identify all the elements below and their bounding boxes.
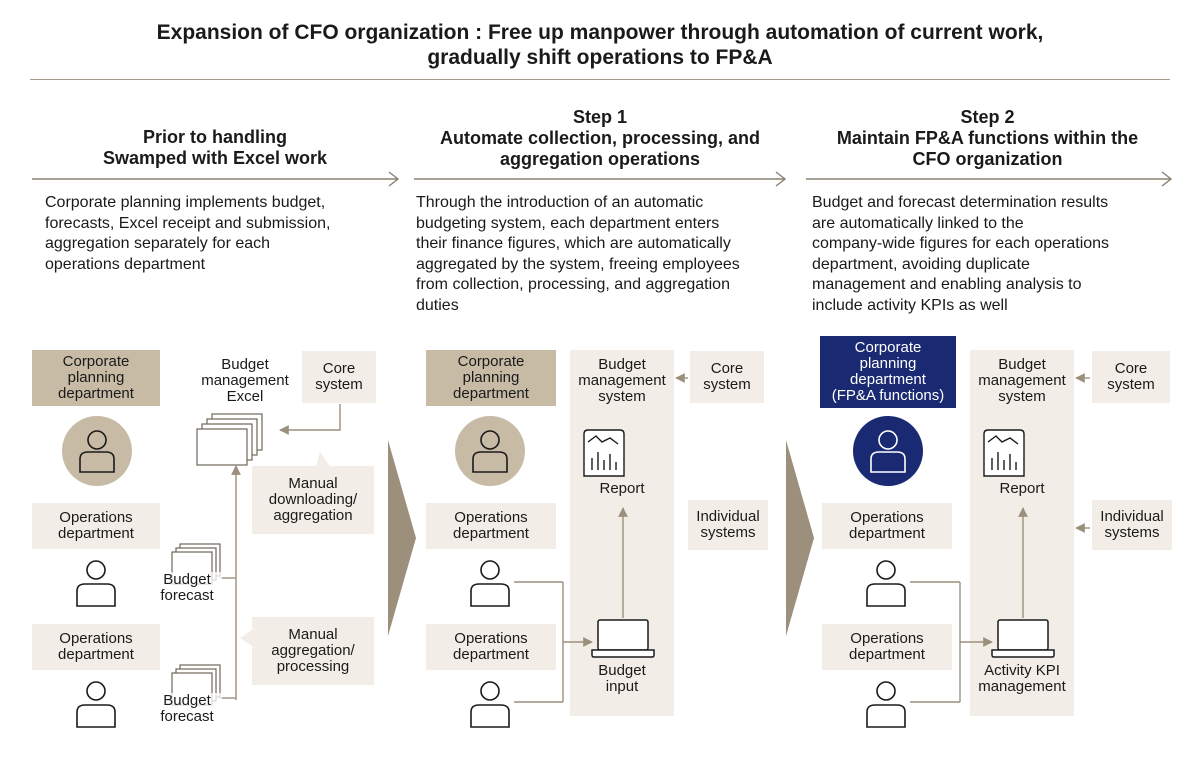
- laptop-icon: [991, 619, 1055, 658]
- core-to-excel-connector: [279, 404, 341, 435]
- step-chevron-2: [786, 440, 814, 636]
- report-label: Report: [599, 480, 645, 497]
- forecast-collection-connector: [220, 465, 241, 700]
- person-icon: [866, 681, 906, 728]
- column-heading-step2: Step 2 Maintain FP&A functions within th…: [836, 107, 1139, 169]
- laptop-icon: [591, 619, 655, 658]
- header-arrow-prior: [32, 171, 400, 187]
- person-icon: [76, 681, 116, 728]
- person-circle-icon: [853, 416, 923, 486]
- column-description-step2: Budget and forecast determination result…: [812, 194, 1110, 314]
- ops-to-kpi-connector: [910, 581, 993, 703]
- person-icon: [866, 560, 906, 607]
- report-label: Report: [999, 480, 1045, 497]
- title-divider: [30, 79, 1170, 80]
- report-icon: [583, 429, 625, 477]
- person-icon: [470, 681, 510, 728]
- callout-pointer: [316, 452, 330, 466]
- person-circle-icon: [455, 416, 525, 486]
- person-icon: [470, 560, 510, 607]
- column-heading-step1: Step 1 Automate collection, processing, …: [439, 107, 761, 169]
- callout-pointer: [240, 630, 252, 646]
- ops-to-input-connector: [514, 581, 593, 703]
- header-arrow-step1: [414, 171, 787, 187]
- person-circle-icon: [62, 416, 132, 486]
- step-chevron-1: [388, 440, 416, 636]
- column-heading-prior: Prior to handling Swamped with Excel wor…: [102, 127, 328, 168]
- column-description-prior: Corporate planning implements budget, fo…: [45, 194, 331, 273]
- page-title: Expansion of CFO organization : Free up …: [156, 21, 1044, 69]
- person-icon: [76, 560, 116, 607]
- header-arrow-step2: [806, 171, 1173, 187]
- excel-documents-icon: [196, 413, 263, 466]
- report-icon: [983, 429, 1025, 477]
- column-description-step1: Through the introduction of an automatic…: [416, 194, 740, 314]
